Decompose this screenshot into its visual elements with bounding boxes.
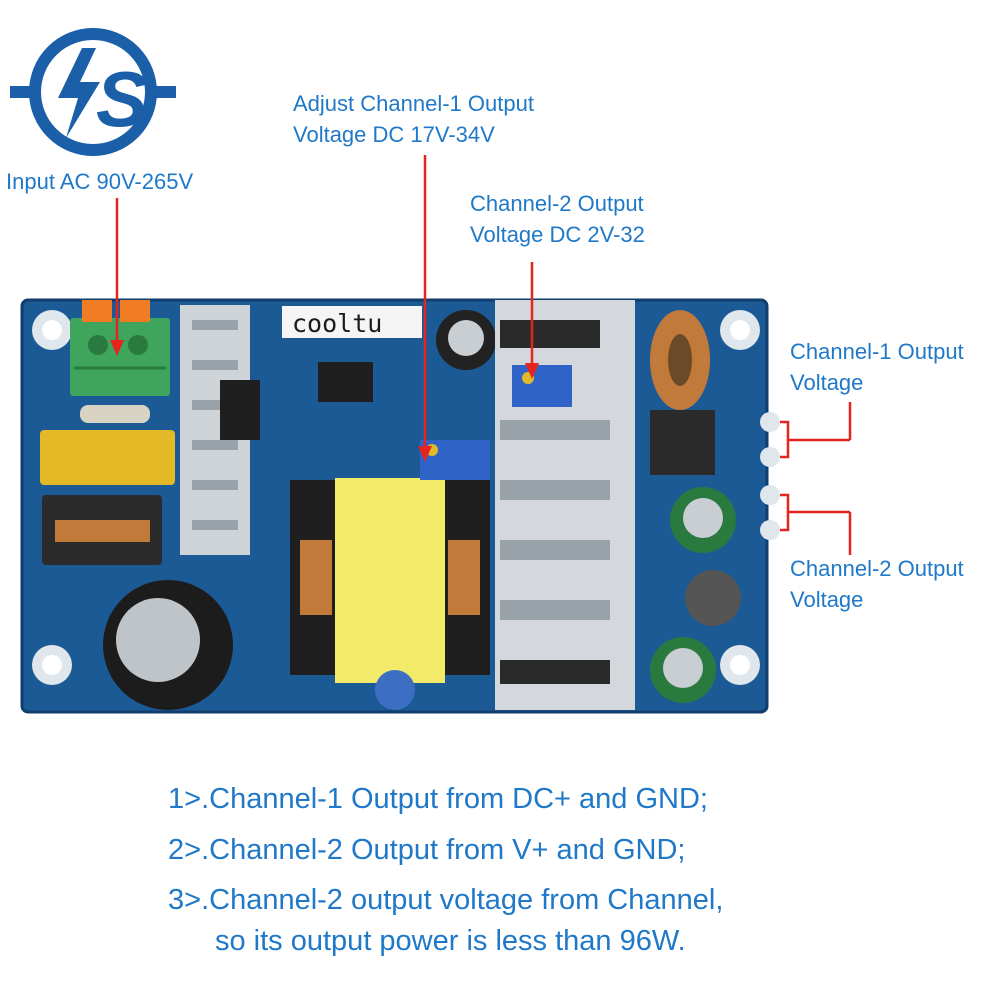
toroid-inductor [650,310,710,410]
note-3-continued: so its output power is less than 96W. [215,925,686,957]
transformer [290,478,490,710]
arrowheads [110,340,539,462]
ch2-pot-label-line1: Channel-2 Output [470,191,644,216]
ch2-pot-label-line2: Voltage DC 2V-32 [470,222,645,247]
adjust-ch1-label-line1: Adjust Channel-1 Output [293,91,534,116]
bulk-capacitor [103,580,233,710]
logo-letter: S [96,55,148,143]
brand-sticker [282,306,422,338]
silkscreen-brand: cooltu [292,309,382,338]
callout-lines [115,155,852,555]
note-2: 2>.Channel-2 Output from V+ and GND; [168,834,686,866]
mounting-hole-icon [32,310,760,685]
output-pads [760,412,780,540]
x-capacitor [40,430,175,485]
note-3: 3>.Channel-2 output voltage from Channel… [168,884,724,916]
brand-logo-icon: S [10,28,176,156]
fuse [80,405,150,423]
right-heatsink [495,300,635,710]
ch2-potentiometer [512,365,572,407]
input-voltage-label: Input AC 90V-265V [6,169,194,194]
ch1-output-label-line2: Voltage [790,370,864,395]
adjust-ch1-label-line2: Voltage DC 17V-34V [293,122,495,147]
input-terminal-block [70,300,170,396]
ch2-output-label-line2: Voltage [790,587,864,612]
ch2-output-label-line1: Channel-2 Output [790,556,964,581]
pcb-board: cooltu [20,298,780,714]
ch1-output-label-line1: Channel-1 Output [790,339,964,364]
note-1: 1>.Channel-1 Output from DC+ and GND; [168,783,708,815]
